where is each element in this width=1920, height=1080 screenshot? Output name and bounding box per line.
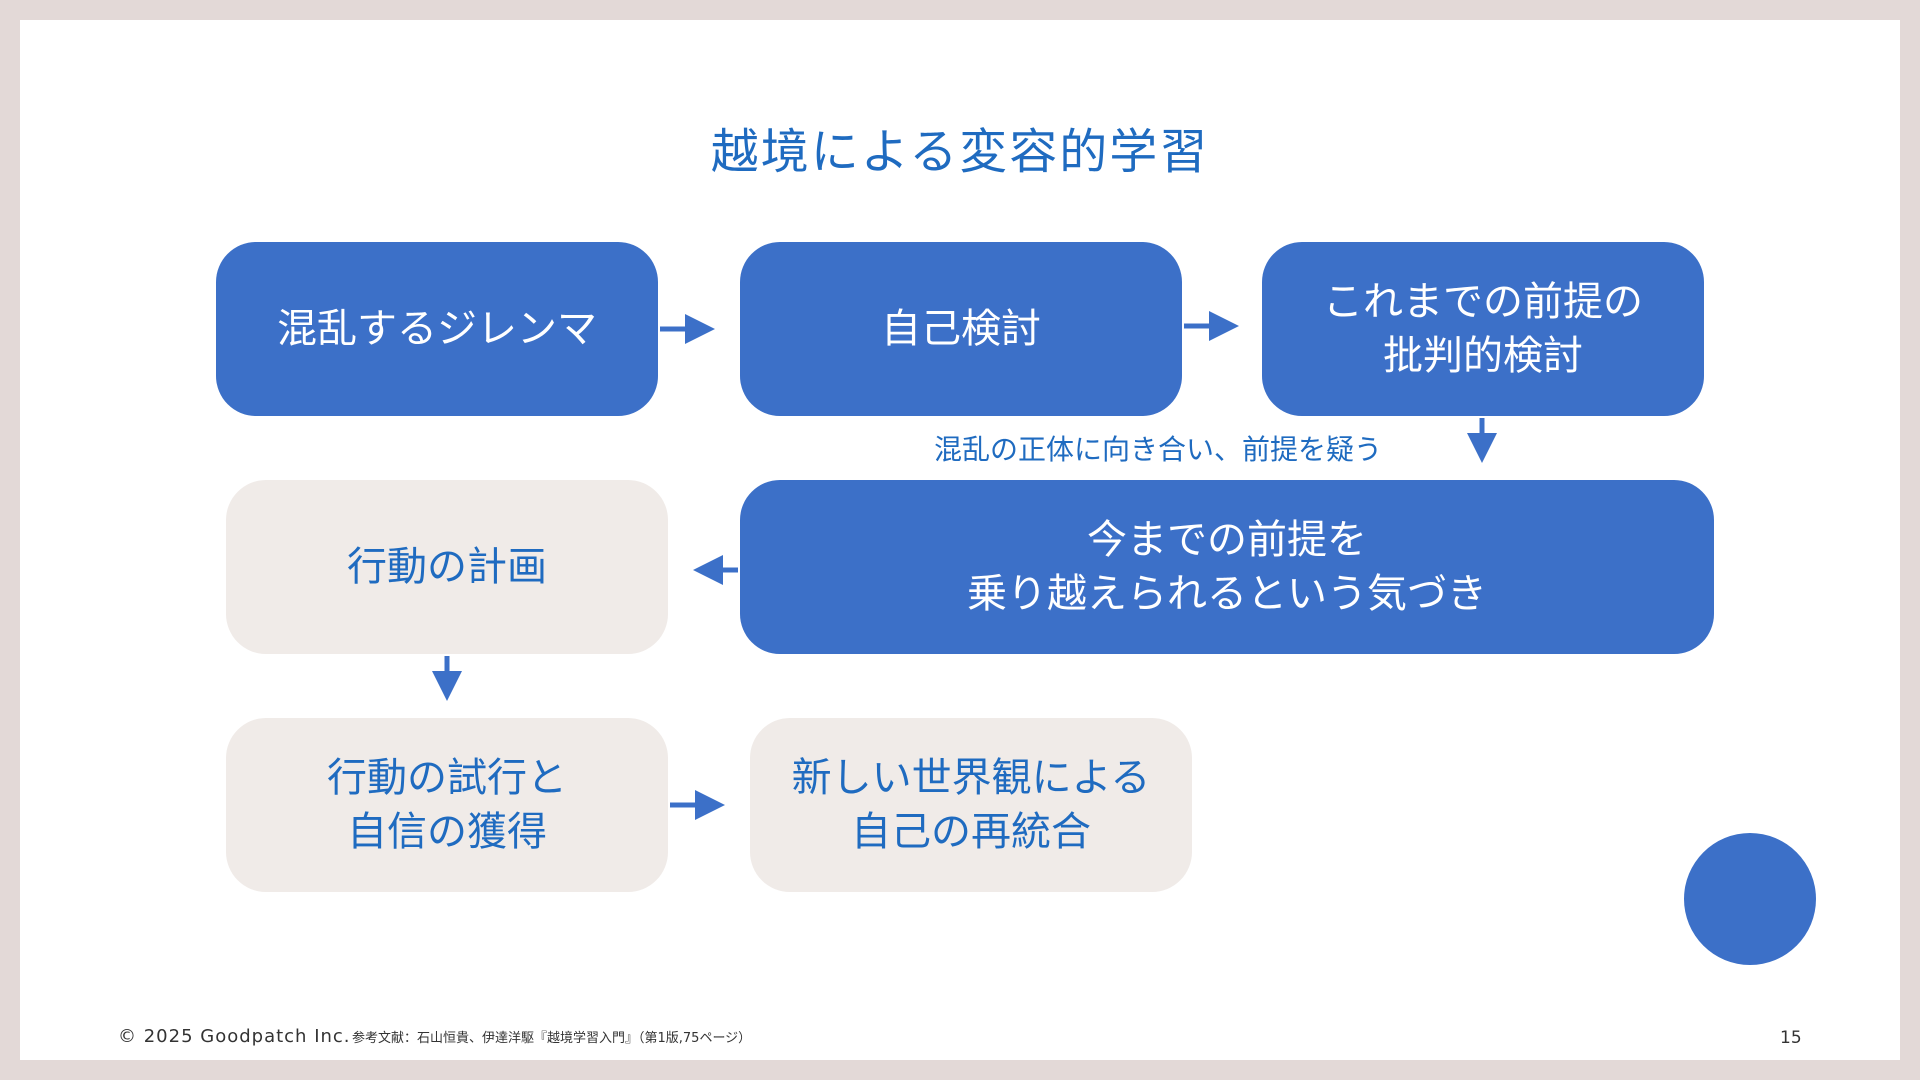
decorative-circle (1684, 833, 1816, 965)
step-confusing-dilemma: 混乱するジレンマ (216, 242, 658, 416)
page-number: 15 (1780, 1028, 1802, 1048)
step-critical-assessment: これまでの前提の 批判的検討 (1262, 242, 1704, 416)
reference-text: 参考文献：石山恒貴、伊達洋駆『越境学習入門』（第1版,75ページ） (352, 1031, 752, 1046)
step-realization: 今までの前提を 乗り越えられるという気づき (740, 480, 1714, 654)
step-reintegration: 新しい世界観による 自己の再統合 (750, 718, 1192, 892)
step-action-planning: 行動の計画 (226, 480, 668, 654)
step-trial-and-confidence: 行動の試行と 自信の獲得 (226, 718, 668, 892)
step-self-examination: 自己検討 (740, 242, 1182, 416)
edge-label-b3-b4: 混乱の正体に向き合い、前提を疑う (934, 433, 1383, 466)
slide-title: 越境による変容的学習 (710, 124, 1210, 180)
copyright-text: © 2025 Goodpatch Inc. (118, 1026, 351, 1047)
